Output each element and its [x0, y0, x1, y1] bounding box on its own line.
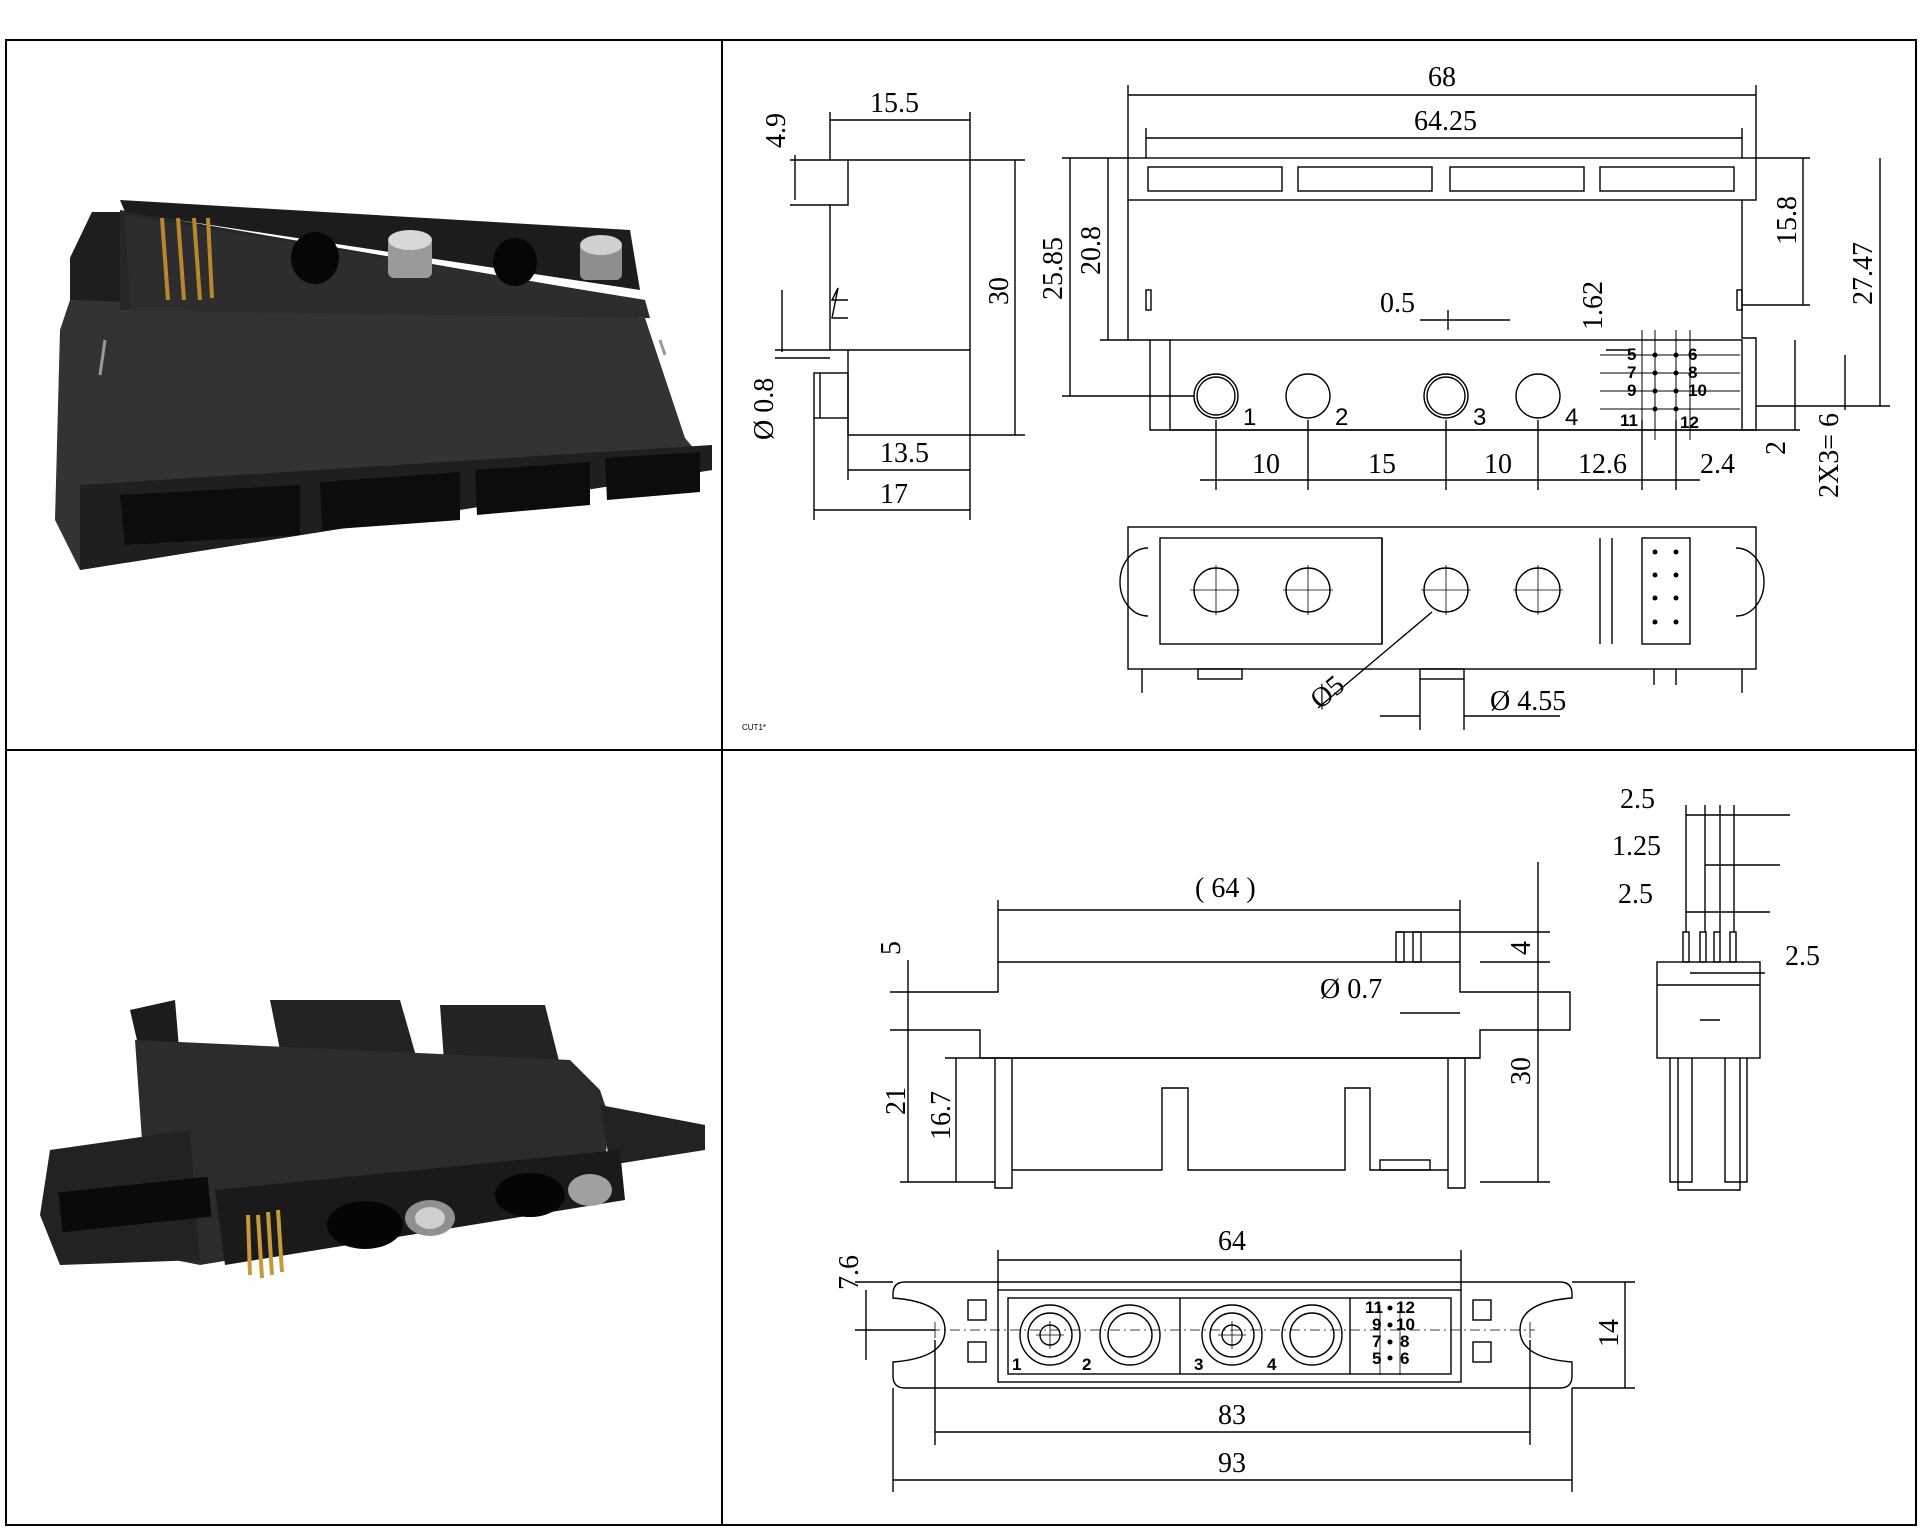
plan-signal-dots: [1387, 1305, 1393, 1361]
top-front-view: [1062, 85, 1890, 490]
dim-2-4: 2.4: [1700, 449, 1735, 480]
dim-1-62: 1.62: [1578, 281, 1609, 330]
bottom-side-view: [1656, 805, 1790, 1191]
plan-pin-12: 12: [1396, 1298, 1415, 1317]
dim-10a: 10: [1252, 449, 1280, 480]
top-bottom-view: [1119, 526, 1765, 730]
pin-label-6: 6: [1688, 345, 1697, 364]
plan-pin-5: 5: [1372, 1349, 1381, 1368]
dim-64-ref: ( 64 ): [1195, 873, 1256, 904]
table-grid: [5, 39, 1917, 1526]
dim-30-bottom: 30: [1506, 1057, 1537, 1085]
top-side-dims: 15.5 4.9 30 13.5 17 Ø 0.8: [749, 88, 1015, 510]
dim-7-6: 7.6: [834, 1255, 865, 1290]
plan-pin-6: 6: [1400, 1349, 1409, 1368]
plan-pin-11: 11: [1365, 1298, 1383, 1317]
plan-pin-4: 4: [1267, 1355, 1277, 1374]
dim-16-7: 16.7: [926, 1091, 957, 1140]
dim-14: 14: [1594, 1319, 1625, 1347]
plan-pin-9: 9: [1372, 1315, 1381, 1334]
pin-label-10: 10: [1688, 381, 1707, 400]
dim-1-25: 1.25: [1612, 831, 1661, 862]
signal-dots-bottom: [1652, 549, 1679, 625]
dim-13-5: 13.5: [880, 438, 929, 469]
dim-4: 4: [1506, 941, 1537, 955]
plan-pin-2: 2: [1082, 1355, 1091, 1374]
bottom-front-dims: ( 64 ) 5 4 Ø 0.7 21 16.7 30: [876, 873, 1537, 1140]
dim-21: 21: [881, 1087, 912, 1115]
dim-64-25: 64.25: [1414, 106, 1477, 137]
dim-15-8: 15.8: [1772, 196, 1803, 245]
pin-label-1: 1: [1243, 404, 1256, 431]
plan-pin-3: 3: [1194, 1355, 1203, 1374]
pin-label-7: 7: [1627, 363, 1636, 382]
signal-dots-top: [1652, 352, 1679, 412]
dim-20-8: 20.8: [1076, 226, 1107, 275]
dim-2x3-6: 2X3= 6: [1814, 413, 1845, 498]
dim-17: 17: [880, 479, 908, 510]
connector-photo-top: [55, 200, 712, 570]
pin-label-12: 12: [1680, 413, 1699, 432]
dim-15-5: 15.5: [870, 88, 919, 119]
top-side-view: [775, 112, 1025, 520]
dim-15: 15: [1368, 449, 1396, 480]
dim-4-9: 4.9: [761, 113, 792, 148]
dim-2-5a: 2.5: [1620, 784, 1655, 815]
pin-label-3: 3: [1473, 404, 1486, 431]
bottom-plan-dims: 64 7.6 14 83 93 1 2 3 4 11 12 9 10 7 8 5…: [834, 1226, 1625, 1479]
dim-diam-0-8: Ø 0.8: [749, 378, 780, 440]
bottom-front-view: [890, 862, 1571, 1189]
dim-68: 68: [1428, 62, 1456, 93]
dim-30: 30: [984, 277, 1015, 305]
plan-pin-8: 8: [1400, 1332, 1409, 1351]
pin-label-8: 8: [1688, 363, 1697, 382]
pin-label-5: 5: [1627, 345, 1636, 364]
pin-label-4: 4: [1565, 404, 1578, 431]
dim-diam-4-55: Ø 4.55: [1490, 686, 1566, 717]
pin-label-11: 11: [1620, 411, 1638, 430]
dim-2: 2: [1761, 441, 1792, 455]
dim-93: 93: [1218, 1448, 1246, 1479]
pin-label-2: 2: [1335, 404, 1348, 431]
dim-diam-0-7: Ø 0.7: [1320, 974, 1382, 1005]
dim-25-85: 25.85: [1038, 237, 1069, 300]
dim-10b: 10: [1484, 449, 1512, 480]
plan-pin-7: 7: [1372, 1332, 1381, 1351]
dim-83: 83: [1218, 1400, 1246, 1431]
dim-diam-5: Ø5: [1305, 670, 1351, 716]
dim-2-5c: 2.5: [1785, 941, 1820, 972]
dim-2-5b: 2.5: [1618, 879, 1653, 910]
top-front-dims: 68 64.25 25.85 20.8 0.5 1.62 15.8 27.47 …: [1038, 62, 1879, 498]
dim-12-6: 12.6: [1578, 449, 1627, 480]
dim-0-5: 0.5: [1380, 288, 1415, 319]
bottom-side-dims: 2.5 1.25 2.5 2.5: [1612, 784, 1820, 972]
connector-photo-bottom: [40, 1000, 705, 1279]
pin-label-9: 9: [1627, 381, 1636, 400]
plan-pin-10: 10: [1396, 1315, 1415, 1334]
stamp: CUT1*: [742, 723, 766, 732]
plan-pin-1: 1: [1012, 1355, 1021, 1374]
dim-64: 64: [1218, 1226, 1246, 1257]
bottom-plan-view: [855, 1250, 1635, 1492]
dim-5: 5: [876, 941, 907, 955]
dim-27-47: 27.47: [1848, 242, 1879, 305]
